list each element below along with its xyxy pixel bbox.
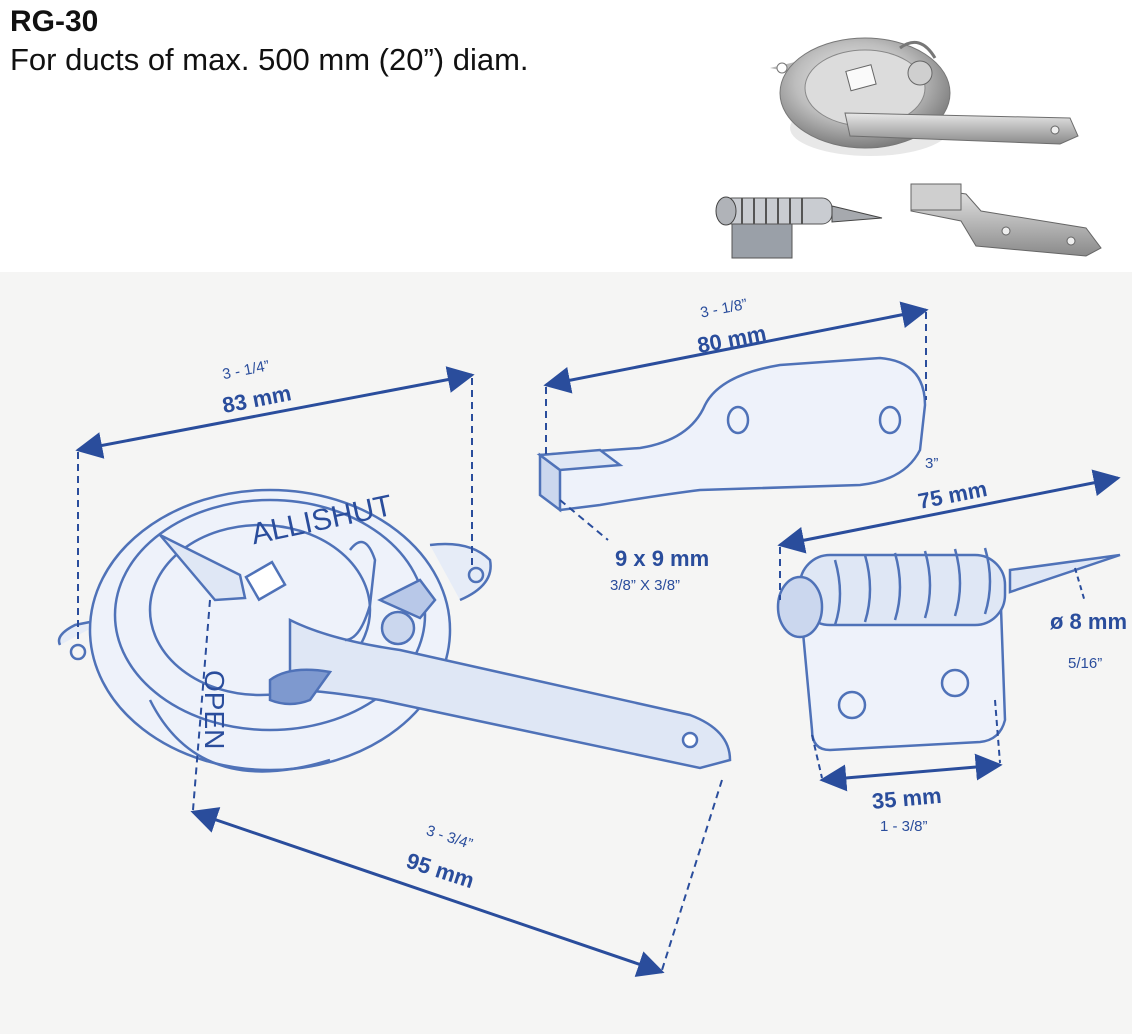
dim-95mm-imperial: 3 - 3/4”	[424, 822, 474, 853]
embossed-text-side: OPEN	[199, 670, 230, 749]
dim-diameter-8mm: ø 8 mm 5/16”	[1050, 567, 1127, 672]
dim-35mm-metric: 35 mm	[871, 783, 943, 814]
product-subtitle: For ducts of max. 500 mm (20”) diam.	[10, 42, 529, 77]
dim-9x9mm-imperial: 3/8” X 3/8”	[610, 577, 680, 594]
spring-pin-sketch	[776, 547, 1121, 752]
handle-sketch	[536, 356, 927, 513]
regulator-sketch	[57, 488, 732, 773]
dim-75mm-imperial: 3”	[925, 455, 938, 472]
photo-handle	[910, 183, 1102, 257]
photo-regulator-assembled	[770, 37, 1079, 156]
dim-35mm: 35 mm 1 - 3/8”	[811, 699, 1003, 835]
product-title: RG-30	[10, 5, 99, 38]
dim-diameter-8mm-metric: ø 8 mm	[1050, 609, 1127, 634]
dim-75mm-metric: 75 mm	[916, 476, 989, 514]
dim-diameter-8mm-imperial: 5/16”	[1068, 655, 1102, 672]
dim-9x9mm: 9 x 9 mm 3/8” X 3/8”	[559, 499, 709, 594]
dim-9x9mm-metric: 9 x 9 mm	[615, 546, 709, 571]
dim-80mm-metric: 80 mm	[695, 320, 768, 358]
photo-spring-pin	[715, 196, 883, 259]
dim-80mm-imperial: 3 - 1/8”	[699, 296, 749, 322]
dim-35mm-imperial: 1 - 3/8”	[880, 818, 928, 835]
header: RG-30 For ducts of max. 500 mm (20”) dia…	[10, 4, 529, 80]
dim-83mm-imperial: 3 - 1/4”	[221, 357, 271, 383]
